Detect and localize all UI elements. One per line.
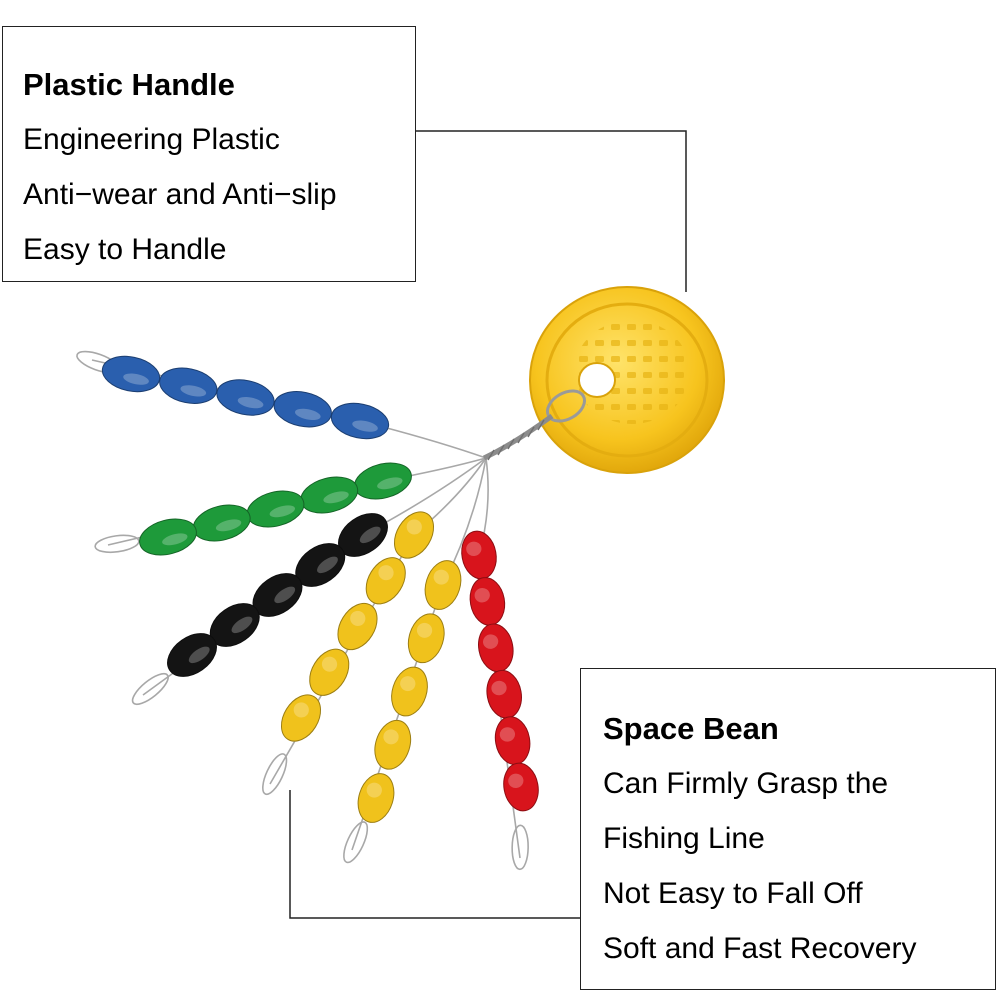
bead-black	[167, 633, 217, 677]
bead-yellow	[424, 560, 462, 610]
strand-loop	[94, 534, 140, 554]
twisted-wire	[482, 413, 554, 461]
bead-red	[494, 716, 531, 765]
bead-red	[486, 669, 522, 719]
bead-yellow	[391, 666, 428, 717]
bead-blue	[101, 355, 161, 393]
bead-red	[478, 623, 514, 673]
strand-loop	[131, 672, 169, 706]
space-bean-line-1: Can Firmly Grasp the	[603, 767, 889, 800]
handle-hole	[578, 362, 616, 398]
space-bean-title: Space Bean	[603, 711, 779, 746]
bead-yellow	[374, 719, 412, 770]
bead-blue	[216, 379, 275, 416]
space-bean-line-2: Fishing Line	[603, 822, 765, 855]
bead-red	[469, 577, 506, 626]
strand-loop	[343, 821, 369, 864]
bead-green	[300, 476, 359, 514]
bead-blue	[330, 402, 390, 440]
space-bean-line-4: Soft and Fast Recovery	[603, 932, 917, 965]
bead-group	[101, 355, 539, 823]
bead-yellow	[407, 613, 445, 664]
bead-green	[246, 490, 305, 528]
handle-connector-line	[416, 130, 687, 292]
bead-yellow	[365, 557, 406, 605]
bead-yellow	[393, 511, 435, 559]
bead-red	[461, 530, 497, 580]
space-bean-line-3: Not Easy to Fall Off	[603, 877, 863, 910]
bead-blue	[273, 391, 332, 428]
plastic-handle	[529, 286, 725, 474]
bead-blue	[159, 367, 218, 404]
bead-yellow	[280, 694, 322, 742]
space-bean-callout: Space Bean Can Firmly Grasp the Fishing …	[580, 668, 996, 990]
plastic-handle-line-3: Easy to Handle	[23, 233, 227, 266]
bead-green	[354, 462, 412, 500]
plastic-handle-line-2: Anti−wear and Anti−slip	[23, 178, 337, 211]
plastic-handle-title: Plastic Handle	[23, 67, 235, 102]
bead-yellow	[337, 602, 378, 651]
strand-loop	[511, 824, 529, 871]
plastic-handle-line-1: Engineering Plastic	[23, 123, 280, 156]
bead-red	[503, 762, 539, 812]
bean-connector-line	[289, 790, 580, 919]
bead-yellow	[357, 773, 395, 823]
plastic-handle-callout: Plastic Handle Engineering Plastic Anti−…	[2, 26, 416, 282]
strand-loop	[262, 753, 288, 796]
bead-green	[192, 504, 251, 542]
bead-green	[139, 518, 197, 556]
bead-black	[252, 573, 303, 617]
bead-yellow	[309, 648, 350, 696]
